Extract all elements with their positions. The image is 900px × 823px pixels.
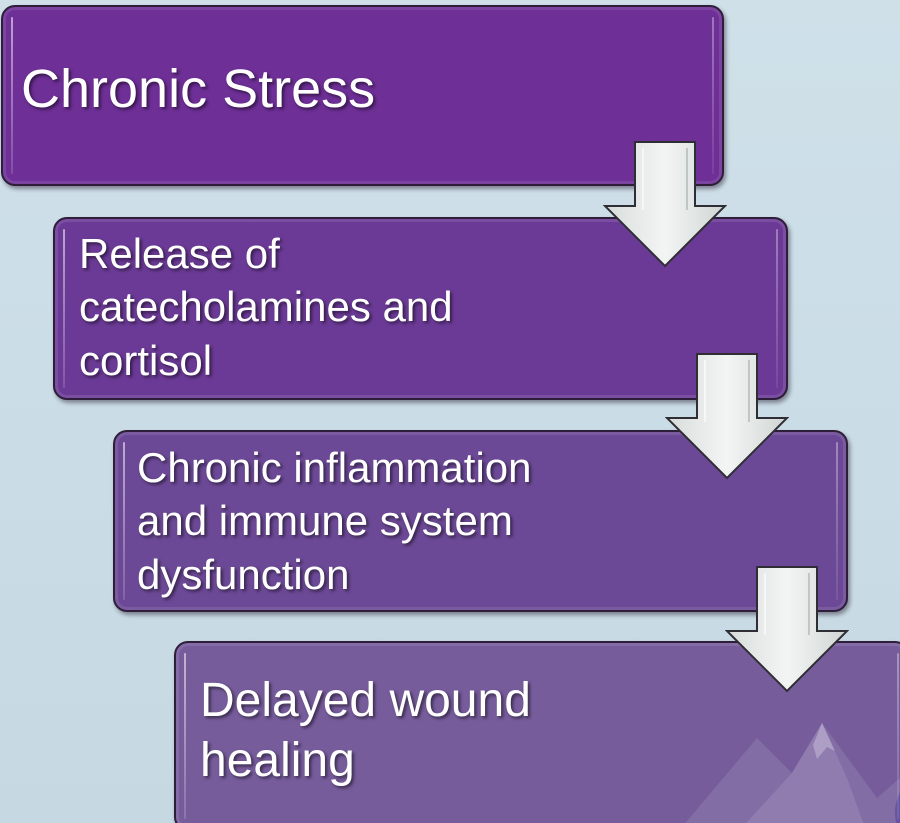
down-arrow-icon <box>725 565 849 695</box>
mountain-icon <box>617 703 900 823</box>
step-label: Release of catecholamines and cortisol <box>79 227 453 387</box>
step-label: Chronic Stress <box>21 57 375 122</box>
step-label: Chronic inflammation and immune system d… <box>137 441 532 601</box>
step-label: Delayed wound healing <box>200 671 531 791</box>
down-arrow-icon <box>665 352 789 482</box>
down-arrow-icon <box>603 140 727 270</box>
